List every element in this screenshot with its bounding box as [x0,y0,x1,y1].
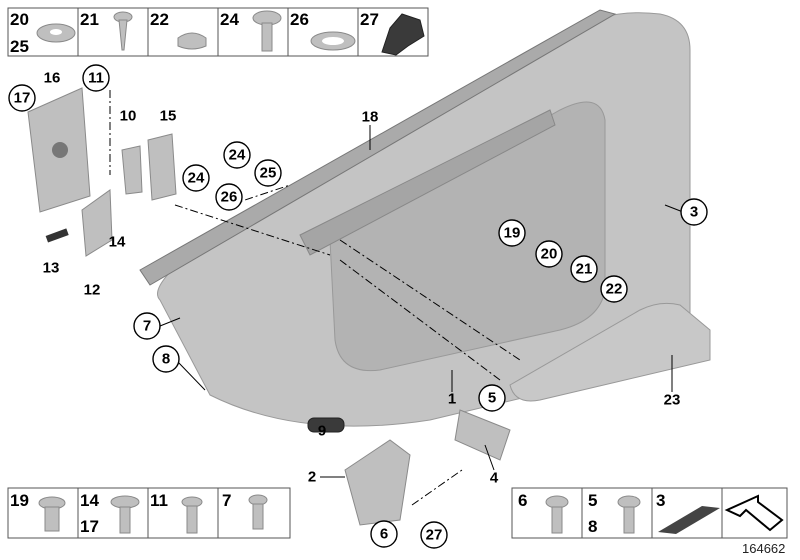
callout-9: 9 [318,423,326,440]
cell-label: 5 [588,491,597,510]
cell-label: 27 [360,10,379,29]
svg-text:6: 6 [380,526,388,543]
callout-7: 7 [133,312,161,340]
cell-label: 6 [518,491,527,510]
svg-text:17: 17 [14,90,31,107]
callout-14: 14 [109,234,126,251]
expanding-nut-icon [38,496,66,532]
callout-6: 6 [370,520,398,548]
bracket-14 [81,189,113,257]
hex-bolt-icon [248,494,268,530]
cell-label: 24 [220,10,239,29]
countersunk-screw-icon [617,495,641,534]
cell-label: 14 [80,491,99,510]
callout-24: 24 [182,164,210,192]
hex-bolt-icon [181,496,203,534]
circled-callouts: 11 17 24 25 24 26 3 19 20 21 22 7 8 5 6 … [8,64,708,549]
trim-cover [509,302,711,402]
direction-arrow-icon [724,494,784,532]
cell-label: 8 [588,517,597,536]
cell-label: 7 [222,491,231,510]
callout-11: 11 [82,64,110,92]
callout-18: 18 [362,109,379,126]
hinge-2 [344,439,411,526]
callout-2: 2 [308,469,316,486]
callout-20: 20 [535,240,563,268]
svg-text:20: 20 [541,246,558,263]
seal-strip [139,9,617,286]
torx-bolt-icon [252,10,282,52]
cell-label: 17 [80,517,99,536]
callout-5: 5 [478,384,506,412]
plain-callouts: 16 10 15 18 14 13 12 1 23 9 2 4 [43,70,681,487]
bracket-10 [121,145,143,195]
svg-text:21: 21 [576,261,593,278]
callout-25: 25 [254,159,282,187]
part-13 [45,228,69,243]
trunk-lid-panel [139,9,711,427]
callout-10: 10 [120,108,137,125]
svg-text:24: 24 [229,147,246,164]
callout-23: 23 [664,392,681,409]
callout-4: 4 [490,470,499,487]
callout-27: 27 [420,521,448,549]
tapping-screw-icon [113,11,133,51]
svg-text:3: 3 [690,204,698,221]
svg-text:8: 8 [162,351,170,368]
callout-19: 19 [498,219,526,247]
cell-label: 19 [10,491,29,510]
callout-8: 8 [152,345,180,373]
callout-1: 1 [448,391,456,408]
cell-label: 3 [656,491,665,510]
callout-13: 13 [43,260,60,277]
svg-text:24: 24 [188,170,205,187]
cell-label: 26 [290,10,309,29]
top-parts-strip: 20 25 21 22 24 26 27 [7,7,429,57]
svg-text:25: 25 [260,165,277,182]
callout-3: 3 [680,198,708,226]
svg-text:26: 26 [221,189,238,206]
flat-head-screw-icon [110,495,140,534]
rubber-buffer-icon [381,13,425,56]
part-9 [307,417,345,433]
callout-21: 21 [570,255,598,283]
cap-icon [177,32,207,50]
svg-text:22: 22 [606,281,623,298]
svg-text:19: 19 [504,225,521,242]
callout-15: 15 [160,108,177,125]
svg-text:7: 7 [143,318,151,335]
svg-text:27: 27 [426,527,443,544]
plate-15 [147,133,177,201]
callout-26: 26 [215,183,243,211]
callout-16: 16 [44,70,61,87]
cell-label: 21 [80,10,99,29]
bottom-right-parts-strip: 6 5 8 3 [511,487,788,539]
cell-label: 11 [150,491,168,510]
callout-22: 22 [600,275,628,303]
spring-4 [454,409,511,461]
bracket [299,109,556,256]
callout-12: 12 [84,282,101,299]
bottom-left-parts-strip: 19 14 17 11 7 [7,487,291,539]
svg-text:5: 5 [488,390,496,407]
svg-text:11: 11 [88,70,104,87]
callout-17: 17 [8,84,36,112]
cell-label: 20 [10,10,29,29]
callout-24: 24 [223,141,251,169]
pad-icon [658,506,720,534]
diagram-id: 164662 [742,541,785,556]
cell-label: 22 [150,10,169,29]
hex-bolt-icon [545,495,569,534]
cell-label: 25 [10,37,29,56]
